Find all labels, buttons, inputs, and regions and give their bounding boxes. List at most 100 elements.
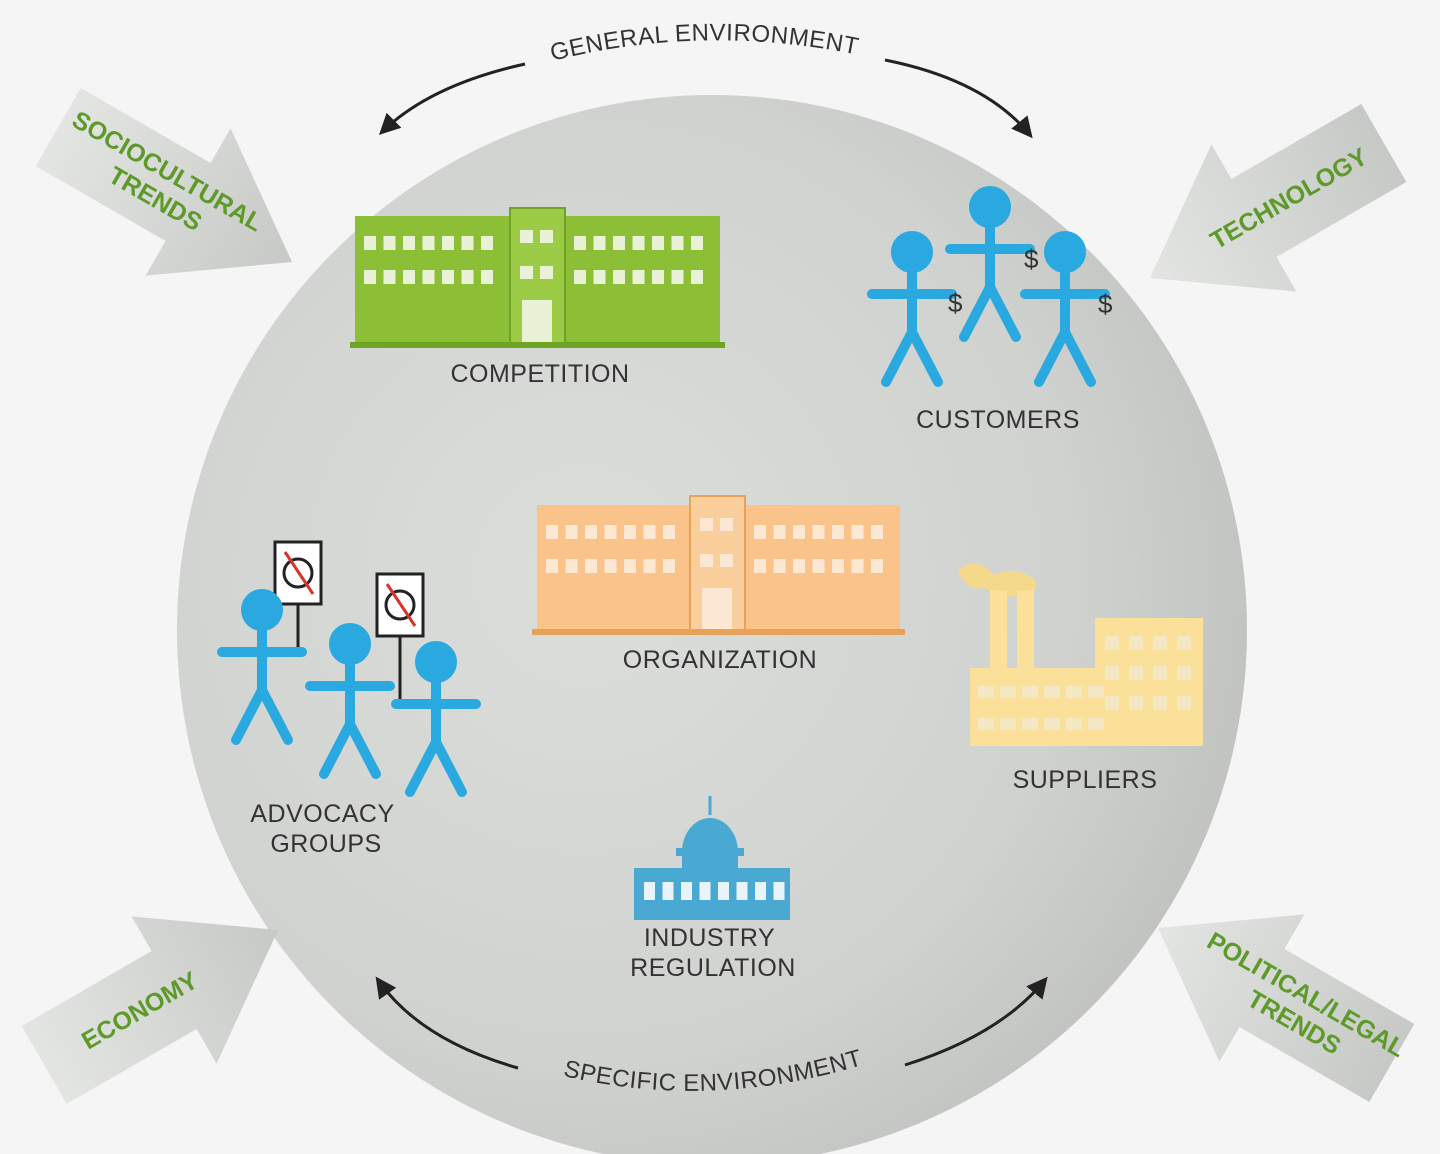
window-shape bbox=[978, 718, 994, 730]
svg-text:$: $ bbox=[948, 288, 963, 318]
window-shape bbox=[720, 518, 733, 531]
window-shape bbox=[442, 236, 454, 250]
window-shape bbox=[624, 525, 636, 539]
capitol-icon bbox=[634, 796, 790, 920]
window-shape bbox=[793, 525, 805, 539]
specific-arrow-right bbox=[904, 976, 1048, 1067]
window-shape bbox=[652, 236, 664, 250]
window-shape bbox=[1044, 718, 1060, 730]
window-shape bbox=[851, 525, 864, 539]
window-shape bbox=[585, 559, 597, 573]
technology-arrow: TECHNOLOGY bbox=[1150, 104, 1407, 292]
specific-arrow-left bbox=[375, 976, 519, 1070]
window-shape bbox=[773, 882, 785, 900]
window-shape bbox=[1153, 636, 1167, 650]
window-shape bbox=[754, 525, 766, 539]
window-shape bbox=[736, 882, 748, 900]
window-shape bbox=[1066, 718, 1082, 730]
window-shape bbox=[671, 270, 684, 284]
window-shape bbox=[422, 270, 435, 284]
window-shape bbox=[644, 882, 655, 900]
industry-regulation-label: INDUSTRY REGULATION bbox=[630, 924, 796, 982]
window-shape bbox=[871, 525, 883, 539]
window-shape bbox=[691, 236, 703, 250]
competition-building-icon bbox=[350, 207, 725, 348]
suppliers-label: SUPPLIERS bbox=[1013, 766, 1158, 794]
window-shape bbox=[565, 559, 578, 573]
window-shape bbox=[700, 518, 713, 531]
window-shape bbox=[574, 270, 586, 284]
window-shape bbox=[540, 230, 553, 243]
window-shape bbox=[546, 525, 558, 539]
window-shape bbox=[364, 236, 376, 250]
window-shape bbox=[422, 236, 435, 250]
window-shape bbox=[1088, 686, 1104, 698]
window-shape bbox=[1105, 666, 1119, 680]
window-shape bbox=[1177, 636, 1191, 650]
window-shape bbox=[604, 525, 617, 539]
window-shape bbox=[643, 559, 656, 573]
window-shape bbox=[1129, 636, 1143, 650]
window-shape bbox=[442, 270, 454, 284]
window-shape bbox=[1044, 686, 1060, 698]
general-arrow-left bbox=[378, 62, 526, 135]
window-shape bbox=[522, 300, 552, 344]
window-shape bbox=[643, 525, 656, 539]
svg-text:$: $ bbox=[1024, 244, 1039, 274]
window-shape bbox=[1177, 666, 1191, 680]
window-shape bbox=[520, 230, 533, 243]
window-shape bbox=[702, 588, 732, 632]
window-shape bbox=[755, 882, 766, 900]
window-shape bbox=[1000, 718, 1016, 730]
window-shape bbox=[1088, 718, 1104, 730]
advocacy-protesters-icon bbox=[222, 540, 476, 792]
window-shape bbox=[403, 270, 415, 284]
window-shape bbox=[624, 559, 636, 573]
window-shape bbox=[812, 559, 825, 573]
window-shape bbox=[871, 559, 883, 573]
window-shape bbox=[1153, 696, 1167, 710]
window-shape bbox=[520, 266, 533, 279]
window-shape bbox=[403, 236, 415, 250]
window-shape bbox=[1129, 666, 1143, 680]
sociocultural-arrow: SOCIOCULTURAL TRENDS bbox=[35, 88, 292, 276]
general-environment-label: GENERAL ENVIRONMENT bbox=[547, 19, 861, 66]
window-shape bbox=[383, 270, 396, 284]
window-shape bbox=[671, 236, 684, 250]
window-shape bbox=[461, 270, 474, 284]
window-shape bbox=[364, 270, 376, 284]
window-shape bbox=[851, 559, 864, 573]
window-shape bbox=[613, 236, 625, 250]
organization-building-icon bbox=[532, 495, 905, 635]
window-shape bbox=[718, 882, 729, 900]
window-shape bbox=[1177, 696, 1191, 710]
organization-label: ORGANIZATION bbox=[623, 646, 817, 674]
window-shape bbox=[613, 270, 625, 284]
competition-label: COMPETITION bbox=[450, 360, 629, 388]
window-shape bbox=[978, 686, 994, 698]
window-shape bbox=[773, 525, 786, 539]
window-shape bbox=[546, 559, 558, 573]
window-shape bbox=[632, 236, 645, 250]
window-shape bbox=[832, 559, 844, 573]
window-shape bbox=[662, 882, 674, 900]
window-shape bbox=[632, 270, 645, 284]
window-shape bbox=[754, 559, 766, 573]
window-shape bbox=[699, 882, 711, 900]
window-shape bbox=[1000, 686, 1016, 698]
window-shape bbox=[832, 525, 844, 539]
dollar-signs: $ $ $ bbox=[948, 244, 1113, 319]
window-shape bbox=[461, 236, 474, 250]
svg-text:$: $ bbox=[1098, 289, 1113, 319]
window-shape bbox=[773, 559, 786, 573]
window-shape bbox=[691, 270, 703, 284]
window-shape bbox=[663, 525, 675, 539]
window-shape bbox=[585, 525, 597, 539]
window-shape bbox=[812, 525, 825, 539]
window-shape bbox=[481, 270, 493, 284]
window-shape bbox=[793, 559, 805, 573]
suppliers-factory-icon bbox=[958, 563, 1203, 746]
window-shape bbox=[1105, 696, 1119, 710]
general-arrow-right bbox=[884, 58, 1033, 139]
